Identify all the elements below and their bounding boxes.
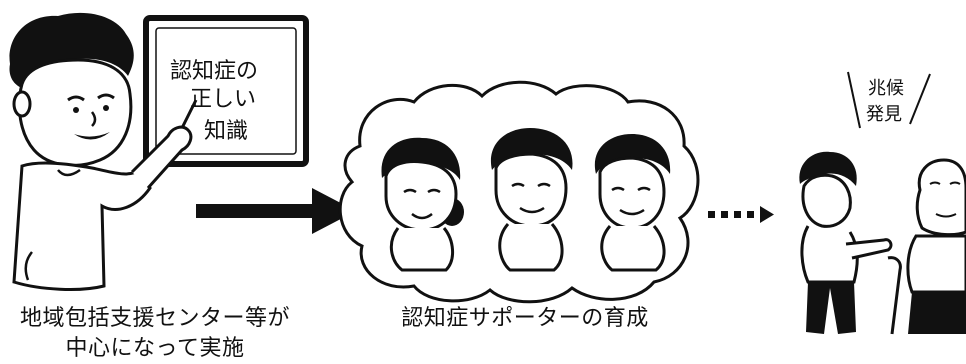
elderly-figure (887, 158, 966, 335)
caption-left-line-1: 地域包括支援センター等が (19, 306, 290, 331)
board-line-3: 知識 (204, 119, 248, 144)
instructor-figure (9, 12, 198, 291)
instructor-scene: 認知症の 正しい 知識 (9, 12, 309, 291)
detection-scene: 兆候 発見 (799, 71, 966, 335)
board-line-1: 認知症の (170, 59, 258, 84)
supporter-figure (490, 128, 573, 272)
board-line-2: 正しい (190, 87, 256, 112)
dotted-arrow-icon (708, 206, 774, 223)
caption-middle: 認知症サポーターの育成 (401, 306, 649, 331)
caption-left-line-2: 中心になって実施 (65, 336, 245, 361)
omen-line-1: 兆候 (868, 78, 904, 99)
supporter-figure (381, 137, 464, 272)
supporter-figure (594, 134, 671, 272)
helper-figure (799, 151, 893, 334)
supporters-cloud (338, 80, 700, 304)
big-arrow-icon (196, 188, 356, 234)
omen-line-2: 発見 (866, 104, 902, 125)
caption-left: 地域包括支援センター等が 中心になって実施 (0, 304, 310, 364)
